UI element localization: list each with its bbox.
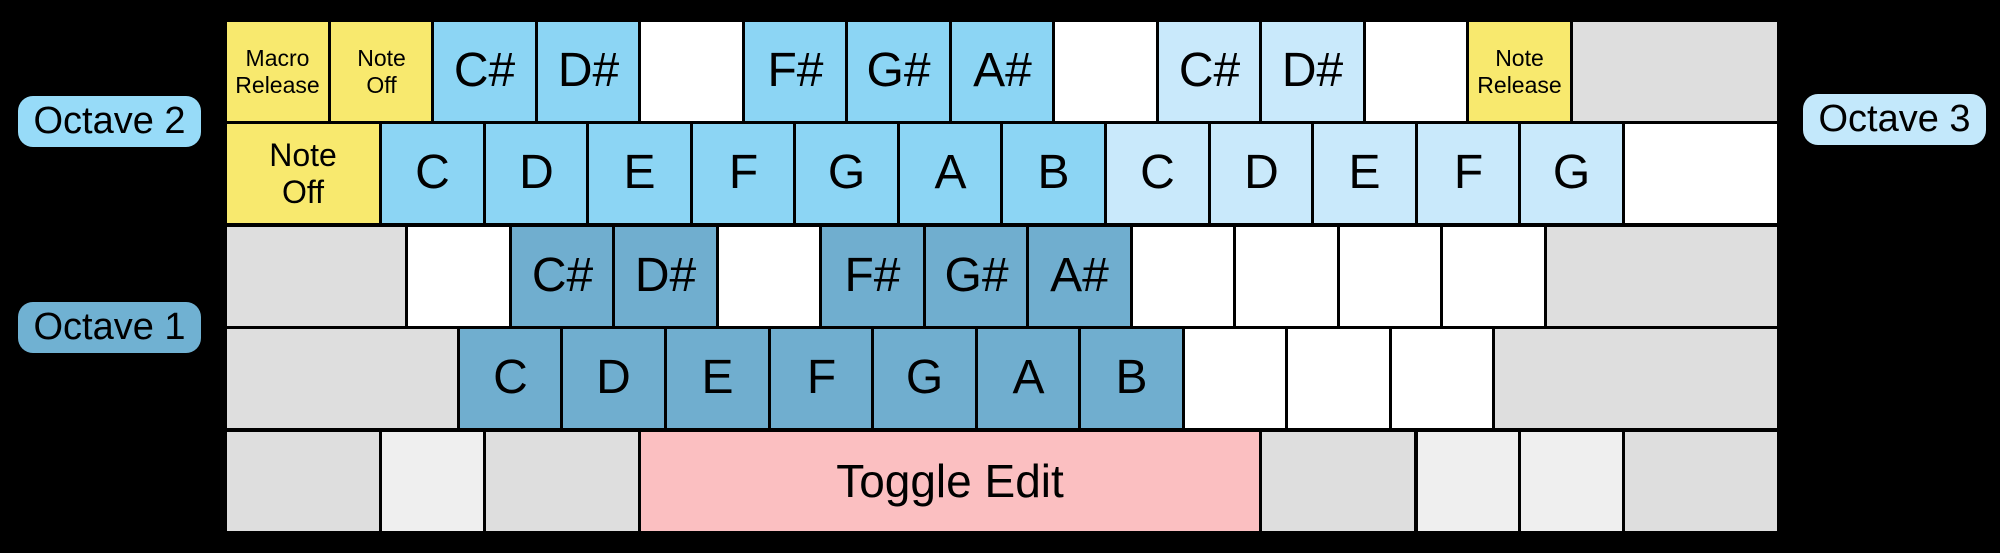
key-note-asharp-2[interactable]: A# [949,19,1056,124]
key-modifier [224,429,382,534]
key-unassigned [1052,19,1159,124]
key-unassigned [1440,224,1547,329]
key-unassigned [638,19,745,124]
key-unassigned [1363,19,1470,124]
key-modifier [1518,429,1625,534]
key-note-dsharp-3[interactable]: D# [1259,19,1366,124]
key-modifier [224,326,460,431]
key-unassigned [1130,224,1237,329]
key-modifier [1415,429,1522,534]
key-note-fsharp-1[interactable]: F# [819,224,926,329]
key-note-e-1[interactable]: E [664,326,771,431]
octave-3-label: Octave 3 [1803,94,1986,145]
key-modifier [1259,429,1417,534]
key-note-c-3[interactable]: C [1104,121,1211,226]
key-note-csharp-2[interactable]: C# [431,19,538,124]
key-unassigned [1233,224,1340,329]
key-note-c-2[interactable]: C [379,121,486,226]
key-unassigned [1182,326,1289,431]
key-unassigned [1337,224,1444,329]
key-note-dsharp-2[interactable]: D# [535,19,642,124]
key-note-d-1[interactable]: D [560,326,667,431]
key-note-dsharp-1[interactable]: D# [612,224,719,329]
key-note-release[interactable]: Note Release [1466,19,1573,124]
key-unassigned [1622,121,1780,226]
key-note-d-2[interactable]: D [483,121,590,226]
key-note-c-1[interactable]: C [457,326,564,431]
key-note-f-3[interactable]: F [1415,121,1522,226]
key-modifier [379,429,486,534]
key-note-e-2[interactable]: E [586,121,693,226]
key-macro-release[interactable]: Macro Release [224,19,331,124]
key-note-g-2[interactable]: G [793,121,900,226]
key-modifier [1544,224,1780,329]
key-note-b-2[interactable]: B [1000,121,1107,226]
key-note-csharp-3[interactable]: C# [1156,19,1263,124]
key-note-gsharp-2[interactable]: G# [845,19,952,124]
key-unassigned [716,224,823,329]
octave-1-label: Octave 1 [18,302,201,353]
key-modifier [1622,429,1780,534]
key-unassigned [1285,326,1392,431]
key-note-d-3[interactable]: D [1208,121,1315,226]
key-note-asharp-1[interactable]: A# [1026,224,1133,329]
key-note-f-1[interactable]: F [768,326,875,431]
key-note-a-2[interactable]: A [897,121,1004,226]
key-note-g-3[interactable]: G [1518,121,1625,226]
key-note-b-1[interactable]: B [1078,326,1185,431]
key-modifier [1570,19,1780,124]
key-note-fsharp-2[interactable]: F# [742,19,849,124]
key-note-off[interactable]: Note Off [224,121,382,226]
key-note-csharp-1[interactable]: C# [509,224,616,329]
key-unassigned [405,224,512,329]
key-toggle-edit[interactable]: Toggle Edit [638,429,1262,534]
key-note-off-top[interactable]: Note Off [328,19,435,124]
octave-2-label: Octave 2 [18,96,201,147]
key-note-g-1[interactable]: G [871,326,978,431]
key-modifier [224,224,408,329]
key-note-e-3[interactable]: E [1311,121,1418,226]
key-modifier [483,429,641,534]
key-unassigned [1389,326,1496,431]
key-note-a-1[interactable]: A [975,326,1082,431]
key-note-gsharp-1[interactable]: G# [923,224,1030,329]
key-note-f-2[interactable]: F [690,121,797,226]
key-modifier [1492,326,1780,431]
